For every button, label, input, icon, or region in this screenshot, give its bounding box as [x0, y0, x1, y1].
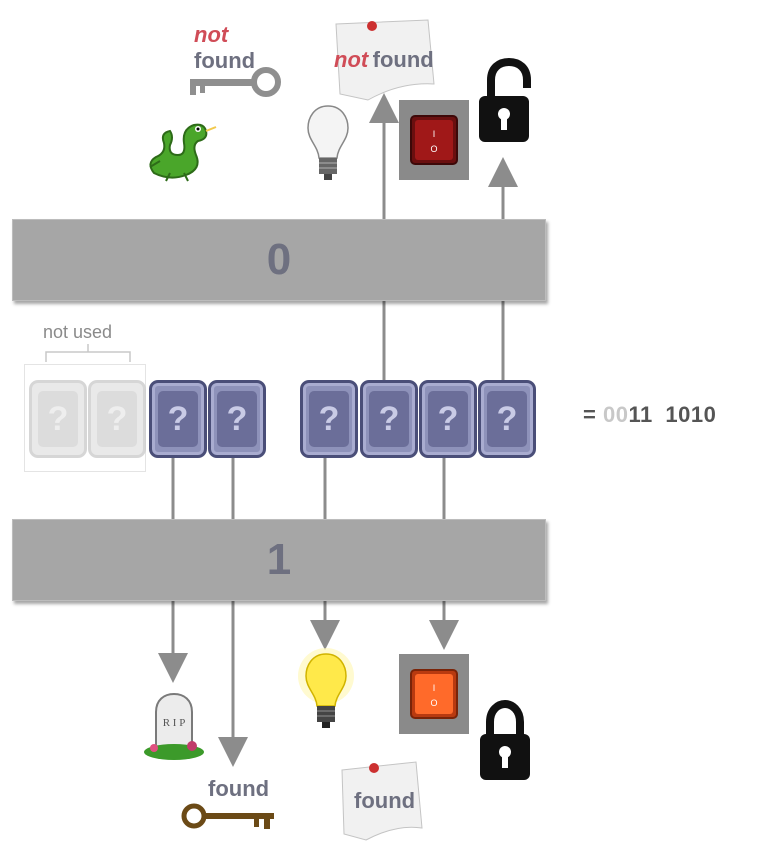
bit-card-8: ?: [478, 380, 536, 458]
binary-dim-digits: 00: [602, 402, 629, 427]
top-key-found-label: found: [194, 48, 256, 73]
bit-card-5: ?: [300, 380, 358, 458]
lock-closed-icon: [480, 700, 530, 780]
switch-on-icon: I O: [399, 654, 469, 734]
top-note-label: not found: [334, 47, 434, 73]
not-used-label: not used: [43, 322, 113, 342]
paper-note-icon: [335, 19, 435, 101]
question-mark-icon: ?: [369, 391, 409, 447]
question-mark-icon: ?: [309, 391, 349, 447]
question-mark-icon: ?: [38, 391, 78, 447]
key-icon: [190, 67, 281, 97]
bit-card-1: ?: [29, 380, 87, 458]
svg-text:O: O: [430, 144, 437, 154]
bit-card-2: ?: [88, 380, 146, 458]
binary-result: = 0011 1010: [583, 402, 716, 428]
switch-off-icon: I O: [399, 100, 469, 180]
light-bulb-on-icon: [298, 648, 354, 728]
bar-one: 1: [12, 519, 546, 601]
binary-bits-first: 11: [628, 402, 653, 427]
bar-one-label: 1: [266, 535, 292, 584]
svg-text:I: I: [433, 683, 436, 693]
bit-card-4: ?: [208, 380, 266, 458]
top-key-not-label: not: [194, 22, 229, 47]
question-mark-icon: ?: [487, 391, 527, 447]
binary-equals: =: [583, 402, 597, 427]
bit-card-6: ?: [360, 380, 418, 458]
bar-zero: 0: [12, 219, 546, 301]
paper-note-icon: [341, 761, 423, 841]
question-mark-icon: ?: [97, 391, 137, 447]
dragon-icon: [149, 123, 217, 182]
question-mark-icon: ?: [158, 391, 198, 447]
binary-bits-second: 1010: [665, 402, 717, 427]
lock-open-icon: [479, 58, 531, 142]
question-mark-icon: ?: [217, 391, 257, 447]
key-icon: [181, 803, 274, 829]
top-note-found: found: [372, 47, 434, 72]
bit-card-3: ?: [149, 380, 207, 458]
bottom-note-found-label: found: [354, 788, 416, 813]
bit-card-7: ?: [419, 380, 477, 458]
light-bulb-off-icon: [307, 105, 349, 180]
svg-text:R I P: R I P: [163, 717, 186, 729]
question-mark-icon: ?: [428, 391, 468, 447]
not-used-bracket: [45, 344, 131, 362]
svg-text:O: O: [430, 698, 437, 708]
top-note-not: not: [334, 47, 369, 72]
svg-text:I: I: [433, 129, 436, 139]
tombstone-icon: R I P: [144, 692, 204, 760]
bar-zero-label: 0: [266, 235, 292, 284]
bottom-key-found-label: found: [208, 776, 270, 801]
